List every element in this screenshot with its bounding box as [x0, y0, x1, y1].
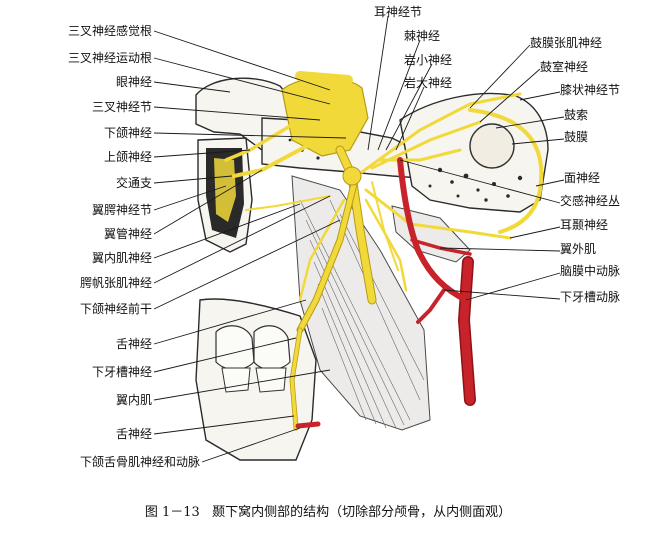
sensory-root	[295, 71, 353, 85]
otic-ganglion	[342, 166, 362, 186]
label-tensor-tympani-nerve: 鼓膜张肌神经	[530, 36, 602, 50]
nerves	[224, 92, 544, 431]
label-mandibular-anterior-trunk: 下颌神经前干	[80, 301, 152, 316]
label-lesser-petrosal-nerve: 岩小神经	[404, 52, 452, 67]
label-inferior-alveolar-nerve: 下牙槽神经	[92, 365, 152, 379]
label-otic-ganglion: 耳神经节	[374, 5, 422, 19]
label-lateral-pterygoid-muscle: 翼外肌	[560, 242, 596, 256]
tympanic-membrane	[469, 123, 515, 169]
label-tympanic-nerve: 鼓室神经	[540, 59, 588, 74]
leader-lines	[153, 15, 565, 463]
label-geniculate-ganglion: 膝状神经节	[560, 83, 620, 97]
illustration	[195, 71, 549, 461]
label-tympanic-membrane: 鼓膜	[564, 130, 588, 144]
label-lingual-nerve-lower: 舌神经	[116, 427, 152, 441]
lateral-pterygoid-muscle	[391, 205, 471, 263]
label-ophthalmic-nerve: 眼神经	[116, 75, 152, 89]
label-facial-nerve: 面神经	[564, 171, 600, 185]
maxilla-dark-area	[206, 148, 244, 238]
label-greater-petrosal-nerve: 岩大神经	[404, 75, 452, 90]
label-sympathetic-plexus: 交感神经丛	[560, 193, 620, 208]
label-trigeminal-ganglion: 三叉神经节	[92, 100, 152, 114]
label-lingual-nerve-upper: 舌神经	[116, 337, 152, 351]
figure-caption: 图 1－13 颞下窝内侧部的结构（切除部分颅骨，从内侧面观）	[145, 504, 511, 520]
label-inferior-alveolar-artery: 下牙槽动脉	[560, 289, 620, 304]
label-spinous-nerve: 棘神经	[404, 29, 440, 43]
label-pterygoid-canal-nerve: 翼管神经	[104, 226, 152, 241]
labels-left: 三叉神经感觉根 三叉神经运动根 眼神经 三叉神经节 下颌神经 上颌神经 交通支 …	[68, 23, 200, 469]
label-communicating-branch: 交通支	[116, 175, 152, 190]
label-tensor-veli-palatini-nerve: 腭帆张肌神经	[80, 275, 152, 290]
labels-top: 耳神经节 棘神经 岩小神经 岩大神经	[374, 5, 452, 90]
label-pterygopalatine-ganglion: 翼腭神经节	[92, 203, 152, 217]
label-trigeminal-motor-root: 三叉神经运动根	[68, 51, 152, 65]
labels-right: 鼓膜张肌神经 鼓室神经 膝状神经节 鼓索 鼓膜 面神经 交感神经丛 耳颞神经 翼…	[530, 36, 620, 304]
label-medial-pterygoid-muscle: 翼内肌	[116, 393, 152, 407]
label-mandibular-nerve: 下颌神经	[104, 125, 152, 140]
mandible	[195, 298, 317, 461]
label-maxillary-nerve: 上颌神经	[104, 149, 152, 164]
label-middle-meningeal-artery: 脑膜中动脉	[560, 263, 620, 278]
label-mylohyoid-nerve-artery: 下颌舌骨肌神经和动脉	[80, 454, 200, 469]
label-chorda-tympani: 鼓索	[564, 108, 588, 122]
label-trigeminal-sensory-root: 三叉神经感觉根	[68, 23, 152, 38]
label-medial-pterygoid-nerve: 翼内肌神经	[92, 251, 152, 265]
arteries	[295, 157, 476, 429]
label-auriculotemporal-nerve: 耳颞神经	[560, 218, 608, 232]
